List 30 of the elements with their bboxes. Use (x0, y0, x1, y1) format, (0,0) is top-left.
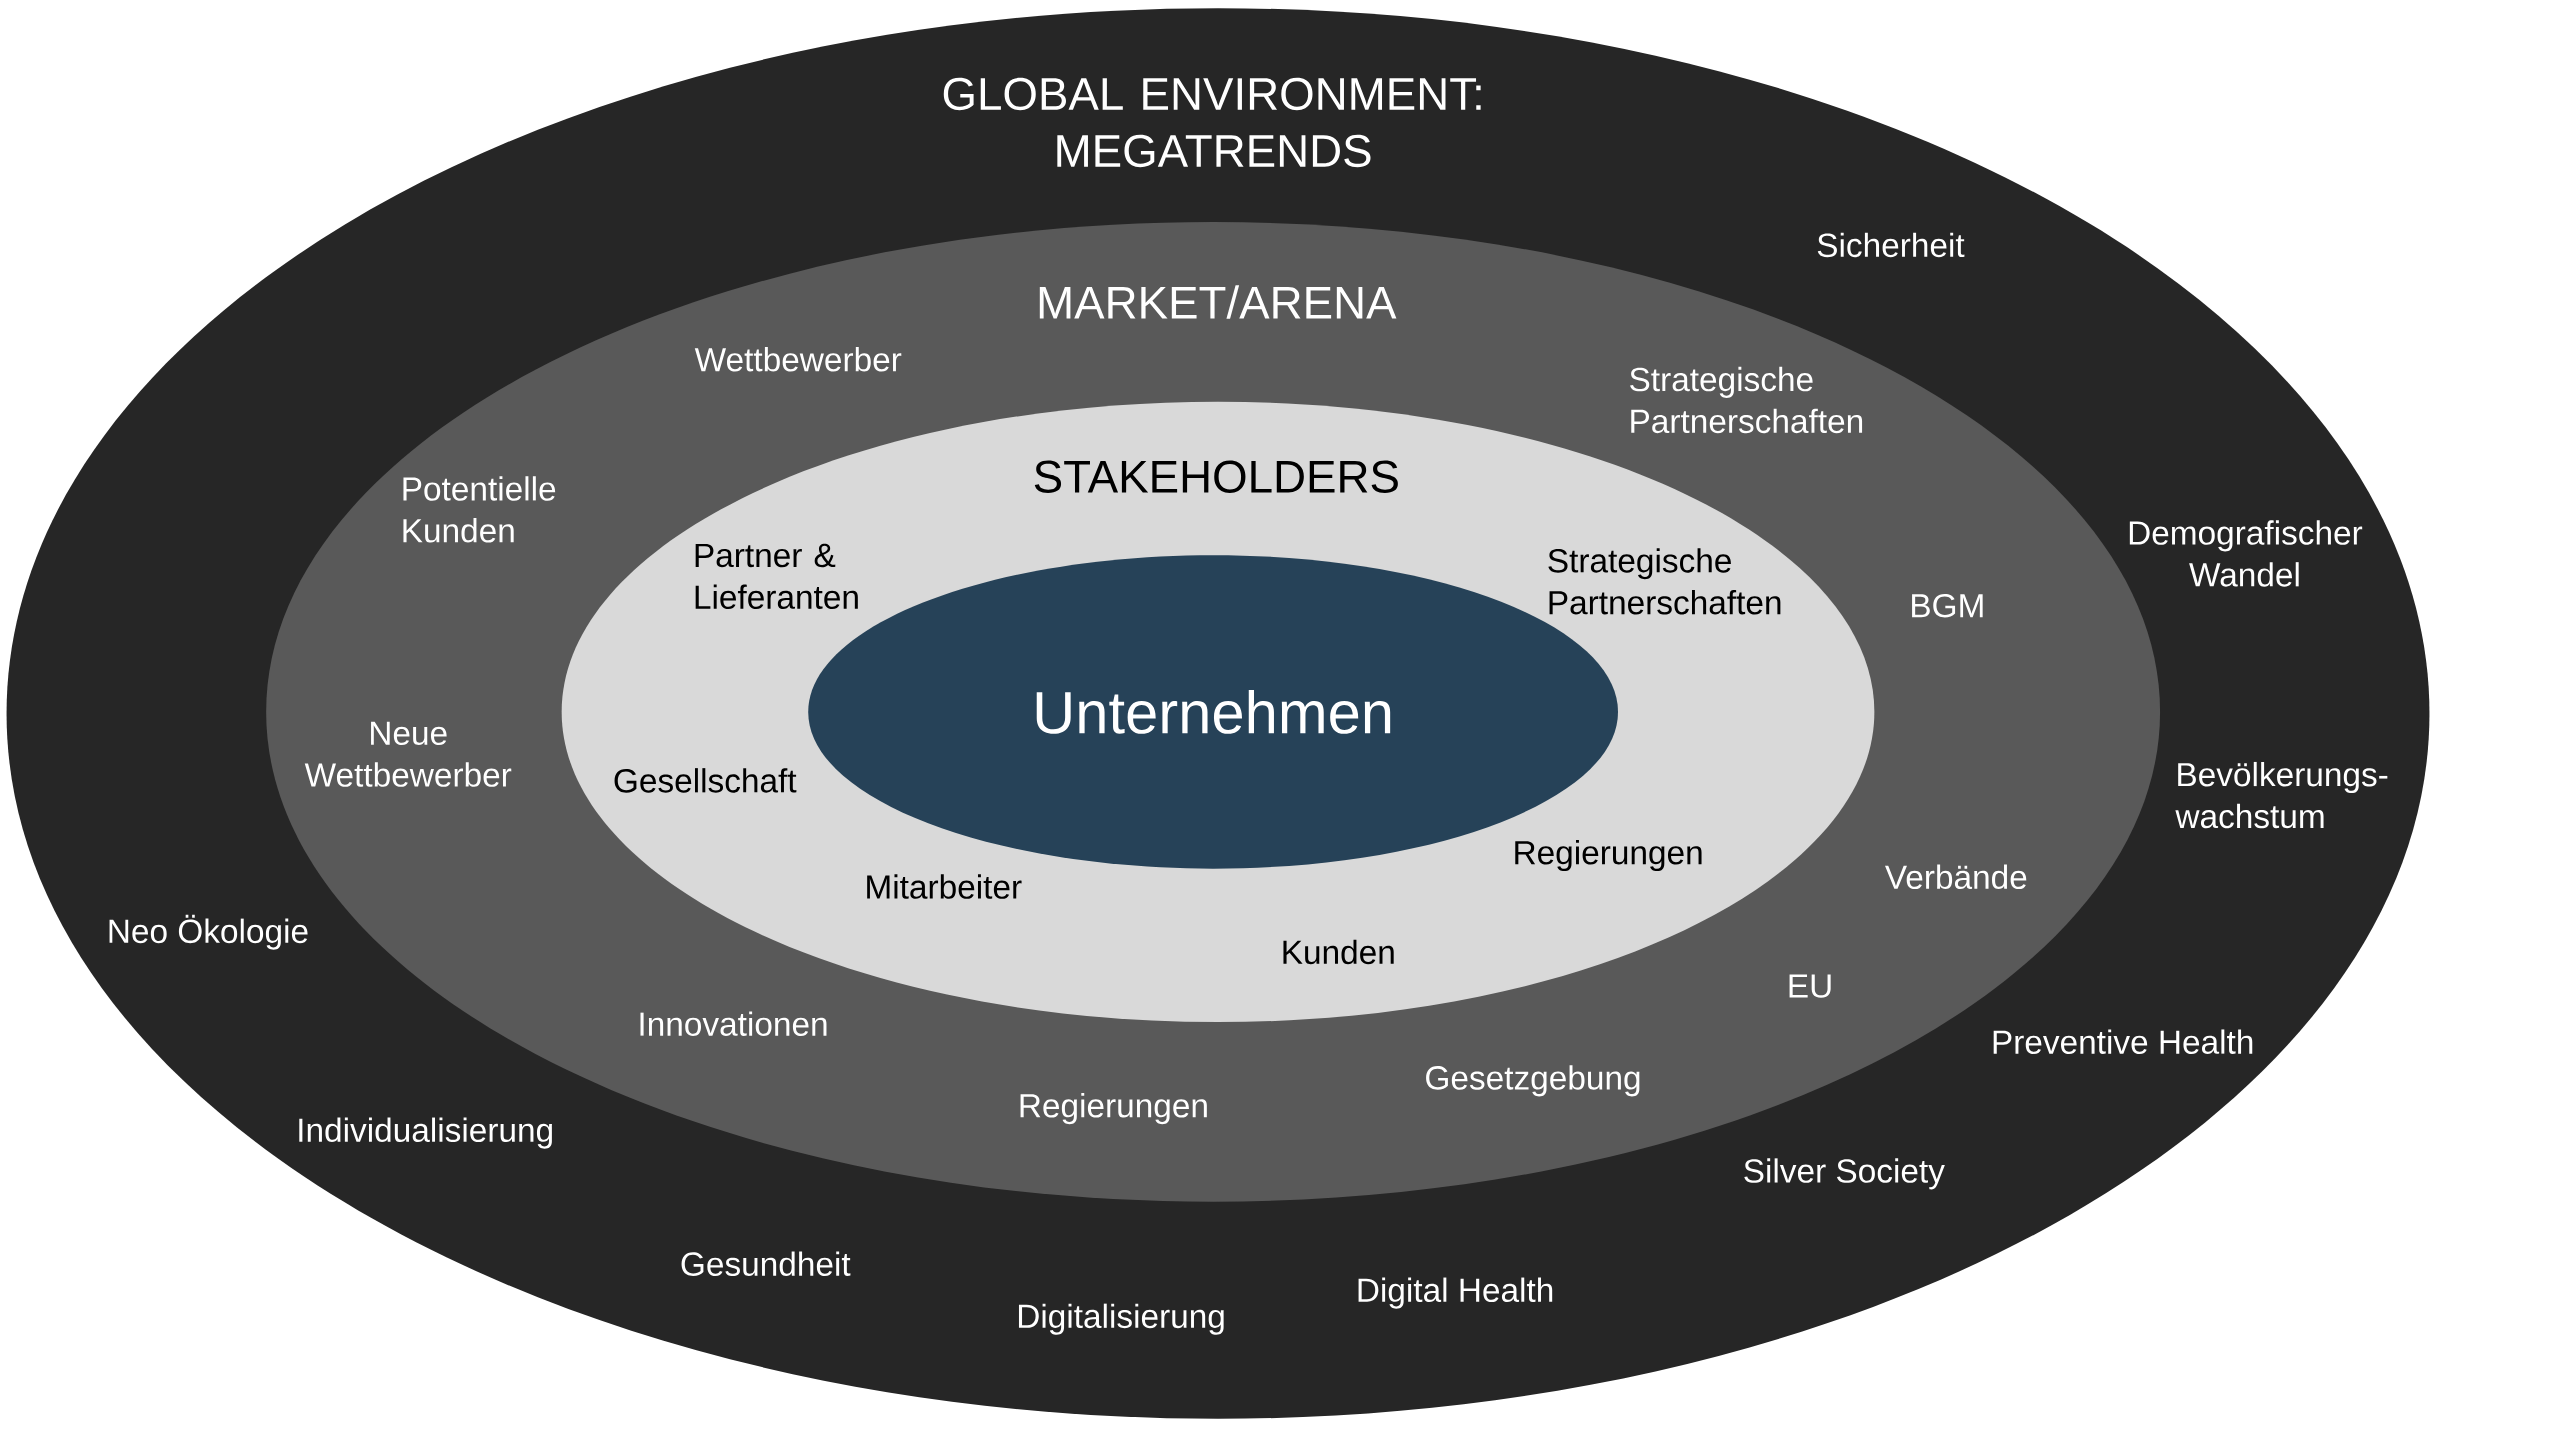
trend-label: Digitalisierung (1018, 1303, 1224, 1335)
stakeholder-label: Partner & Lieferanten (695, 543, 858, 609)
market-label: Innovationen (640, 1011, 827, 1036)
stakeholder-label: Kunden (1283, 939, 1394, 964)
market-label: Potentielle Kunden (403, 476, 556, 543)
stakeholder-label: Regierungen (1515, 839, 1702, 871)
market-label: EU (1789, 974, 1831, 998)
trend-label: Sicherheit (1817, 232, 1965, 257)
core-label: Unternehmen (1036, 689, 1391, 734)
trend-label: Bevölkerungs- wachstum (2175, 761, 2388, 829)
market-label: Strategische Partnerschaften (1630, 366, 1863, 433)
market-label: Regierungen (1020, 1092, 1207, 1124)
ring-heading: MARKET/ARENA (1039, 285, 1397, 319)
trend-label: Silver Society (1744, 1158, 1945, 1190)
market-label: Verbände (1885, 864, 2027, 889)
trend-label: Individualisierung (299, 1117, 552, 1149)
market-label: Gesetzgebung (1426, 1065, 1640, 1097)
trend-label: Demografischer Wandel (2129, 520, 2363, 587)
trend-label: Neo Ökologie (109, 914, 308, 950)
market-label: Neue Wettbewerber (304, 721, 512, 787)
ring-heading: STAKEHOLDERS (1034, 460, 1398, 493)
ring-heading: GLOBAL ENVIRONMENT: MEGATRENDS (943, 77, 1481, 167)
trend-label: Digital Health (1358, 1277, 1553, 1309)
stakeholder-label: Mitarbeiter (867, 874, 1022, 899)
market-label: Wettbewerber (694, 346, 902, 372)
market-label: BGM (1912, 593, 1983, 618)
trend-label: Preventive Health (1993, 1029, 2253, 1054)
trend-label: Gesundheit (681, 1251, 851, 1276)
stakeholder-label: Strategische Partnerschaften (1548, 547, 1781, 615)
stakeholder-label: Gesellschaft (614, 767, 797, 793)
